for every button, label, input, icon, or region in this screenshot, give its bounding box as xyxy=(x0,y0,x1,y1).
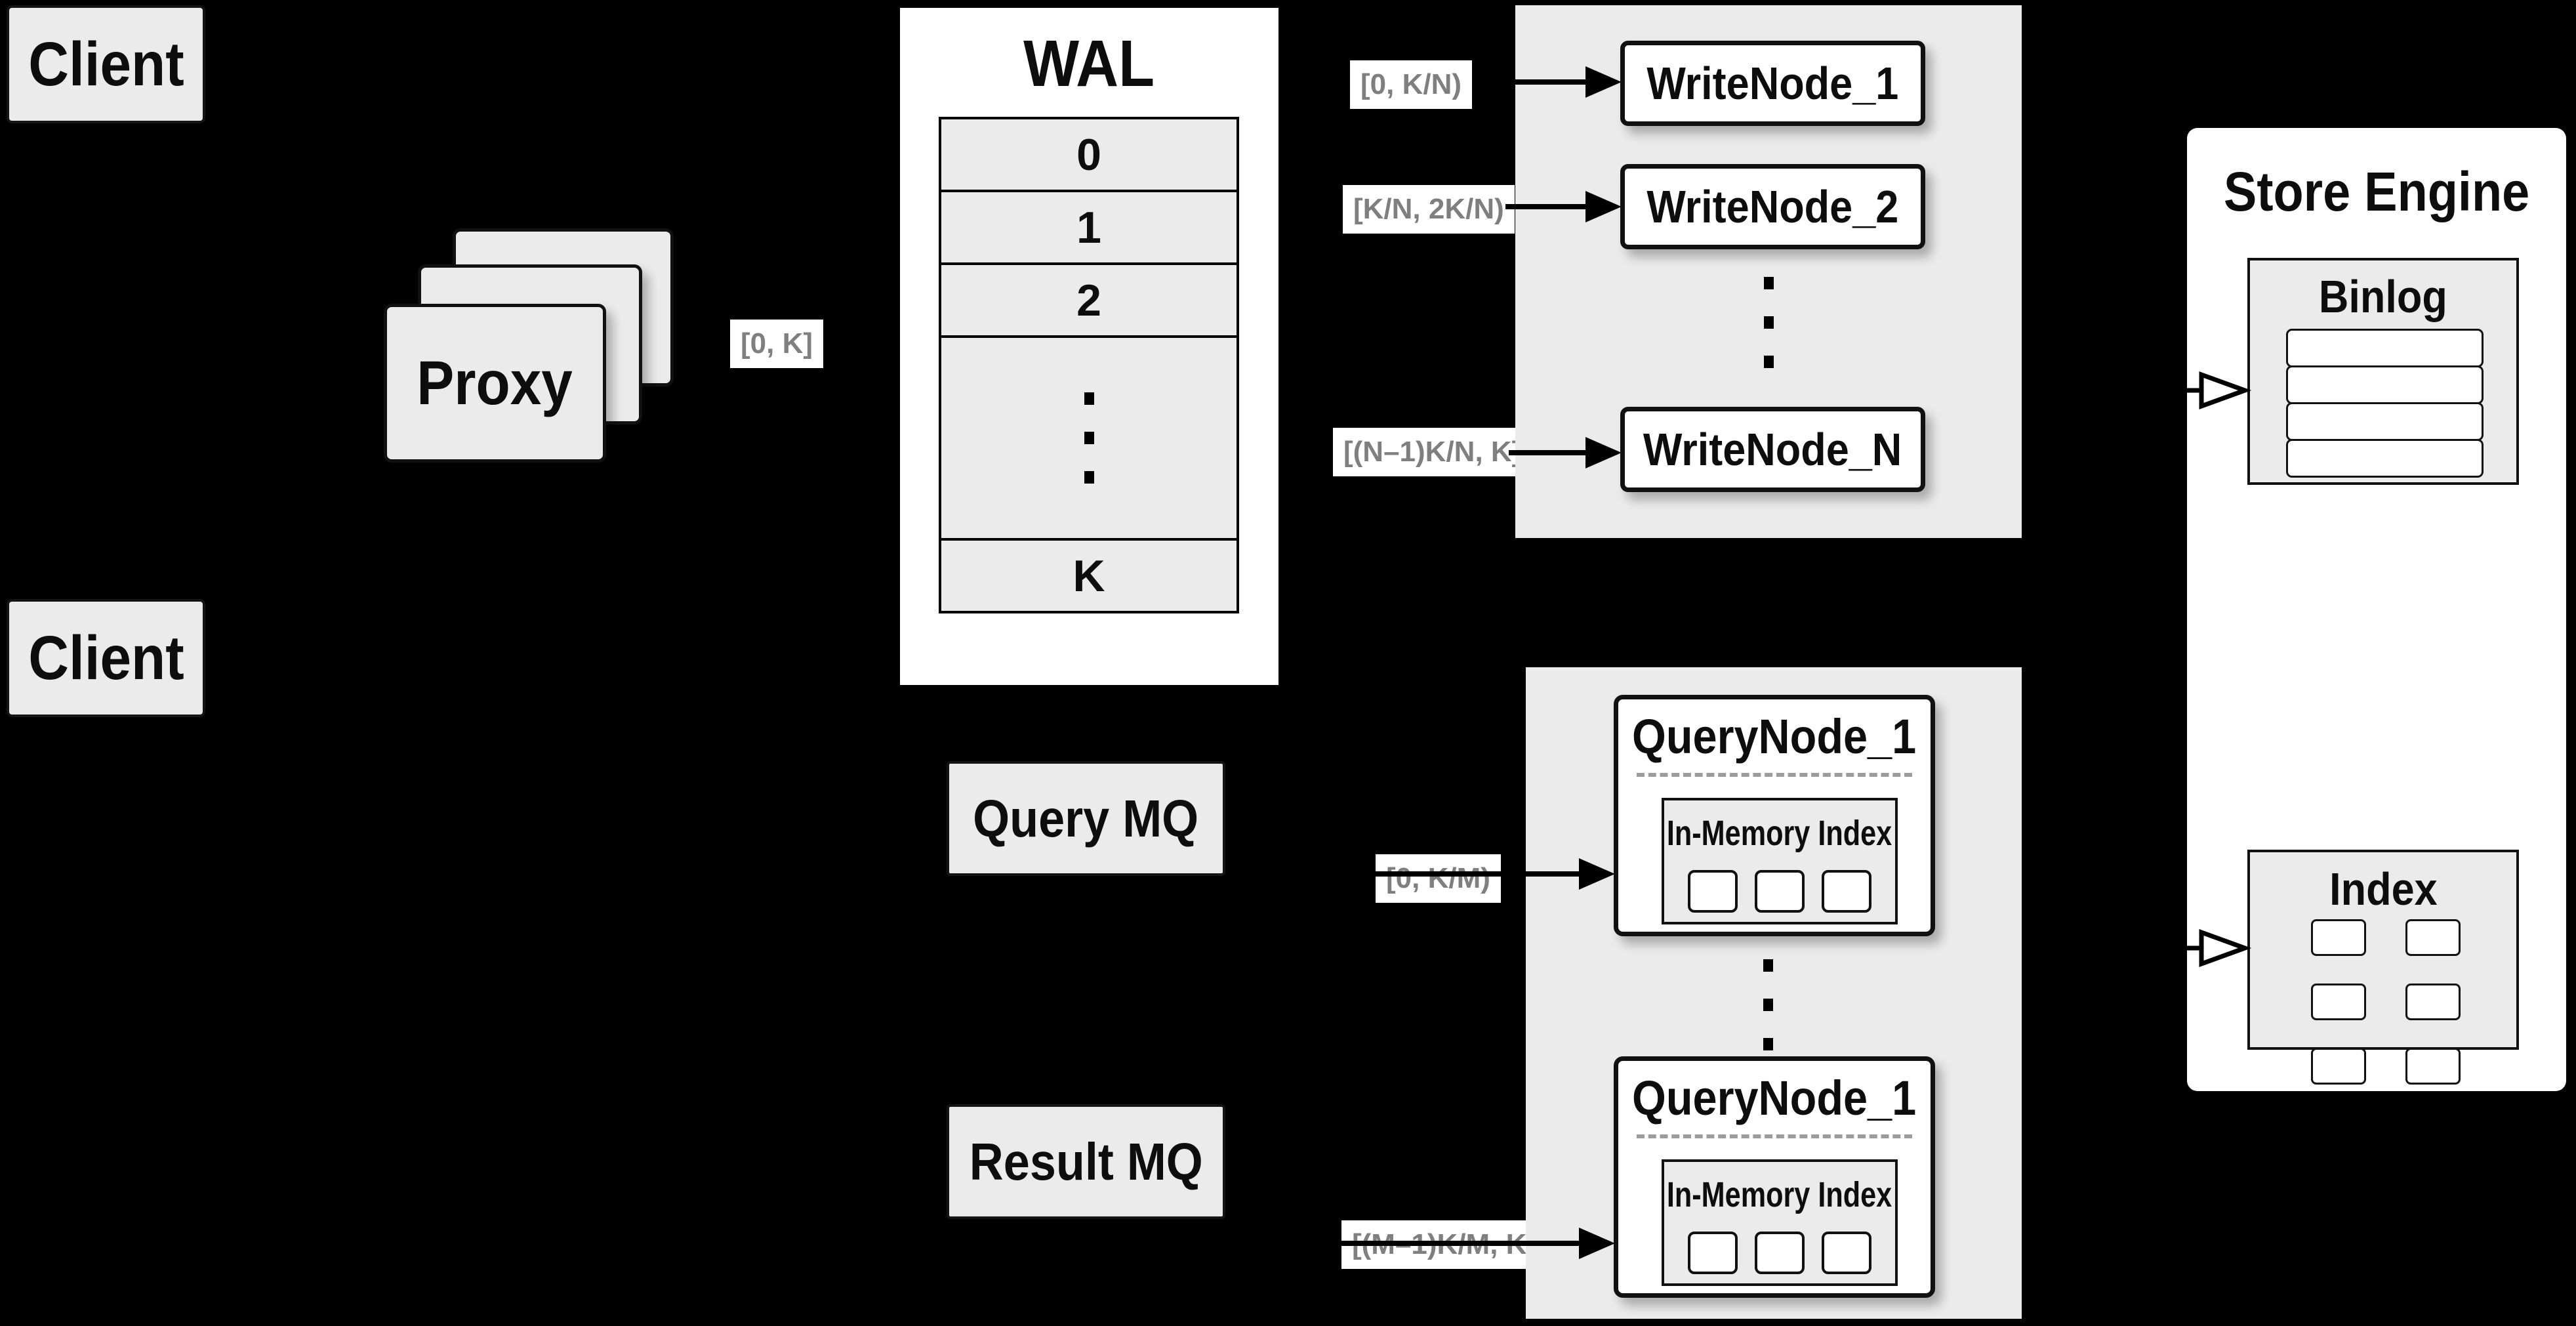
store-engine-title: Store Engine xyxy=(2223,161,2530,222)
wal-table: 0 1 2 K xyxy=(939,117,1239,613)
write-node-n: WriteNode_N xyxy=(1620,407,1925,492)
in-memory-segments xyxy=(1664,1232,1895,1274)
memory-segment xyxy=(1755,870,1805,913)
range-label-proxy-wal: [0, K] xyxy=(730,320,823,368)
memory-segment xyxy=(1755,1232,1805,1274)
query-mq-label: Query MQ xyxy=(973,789,1199,848)
client-box-bottom: Client xyxy=(7,599,205,717)
binlog-segment xyxy=(2286,365,2484,404)
wal-title-wrap: WAL xyxy=(900,26,1278,100)
binlog-segments xyxy=(2286,329,2484,478)
wal-row-0: 0 xyxy=(939,117,1239,192)
arrow-to-write-node-n xyxy=(1509,437,1622,468)
range-label-write-n: [(N–1)K/N, K] xyxy=(1333,428,1532,476)
query-node-top-title: QueryNode_1 xyxy=(1632,709,1917,764)
wal-row-k-label: K xyxy=(1073,550,1105,601)
query-node-bottom-title-wrap: QueryNode_1 xyxy=(1618,1061,1931,1134)
wal-box: WAL 0 1 2 K xyxy=(897,5,1281,688)
store-engine-box: Store Engine Binlog Index xyxy=(2187,128,2566,1091)
wal-ellipsis-cell xyxy=(939,335,1239,541)
index-segment xyxy=(2311,984,2366,1020)
wal-row-2-label: 2 xyxy=(1076,275,1101,325)
index-box: Index xyxy=(2247,850,2519,1085)
proxy-label: Proxy xyxy=(417,348,573,418)
client-bottom-label: Client xyxy=(28,623,184,693)
index-segment xyxy=(2311,1048,2366,1085)
index-segment xyxy=(2405,919,2461,956)
wal-row-1-label: 1 xyxy=(1076,202,1101,253)
arrow-to-write-node-1 xyxy=(1476,66,1622,98)
in-memory-index-title-wrap: In-Memory Index xyxy=(1664,803,1895,863)
dashed-divider xyxy=(1637,773,1912,777)
wal-row-k: K xyxy=(939,538,1239,613)
index-segment xyxy=(2405,1048,2461,1085)
index-segments xyxy=(2270,919,2502,1085)
binlog-box: Binlog xyxy=(2247,258,2519,485)
result-mq-box: Result MQ xyxy=(947,1104,1225,1219)
arrow-to-index xyxy=(2023,929,2252,967)
arrow-to-write-node-2 xyxy=(1505,191,1622,222)
wal-row-2: 2 xyxy=(939,262,1239,338)
index-segment xyxy=(2405,984,2461,1020)
write-node-2-label: WriteNode_2 xyxy=(1646,181,1899,232)
memory-segment xyxy=(1688,1232,1738,1274)
write-node-1-label: WriteNode_1 xyxy=(1646,58,1899,109)
binlog-title-wrap: Binlog xyxy=(2250,267,2516,326)
binlog-segment xyxy=(2286,439,2484,478)
in-memory-index-box-bottom: In-Memory Index xyxy=(1662,1159,1898,1286)
dashed-divider xyxy=(1637,1134,1912,1138)
in-memory-segments xyxy=(1664,870,1895,913)
vertical-ellipsis xyxy=(1084,392,1094,484)
index-title-wrap: Index xyxy=(2250,860,2516,918)
wal-row-0-label: 0 xyxy=(1076,129,1101,180)
client-box-top: Client xyxy=(7,5,205,123)
index-segment xyxy=(2311,919,2366,956)
write-node-group: WriteNode_1 WriteNode_2 WriteNode_N xyxy=(1515,5,2022,538)
query-node-group: QueryNode_1 In-Memory Index QueryNode_1 xyxy=(1526,667,2022,1319)
write-node-n-label: WriteNode_N xyxy=(1643,424,1902,475)
query-node-bottom: QueryNode_1 In-Memory Index xyxy=(1614,1056,1935,1298)
vertical-ellipsis xyxy=(1764,277,1774,368)
arrow-to-query-node-bottom xyxy=(1228,1228,1615,1259)
range-label-write-2: [K/N, 2K/N) xyxy=(1343,185,1515,234)
arrow-to-query-node-top xyxy=(1228,858,1615,890)
memory-segment xyxy=(1822,870,1871,913)
query-node-top: QueryNode_1 In-Memory Index xyxy=(1614,695,1935,936)
query-node-bottom-title: QueryNode_1 xyxy=(1632,1070,1917,1125)
wal-title: WAL xyxy=(1023,26,1155,100)
in-memory-index-title: In-Memory Index xyxy=(1667,1175,1892,1214)
write-node-1: WriteNode_1 xyxy=(1620,41,1925,126)
vertical-ellipsis xyxy=(1763,959,1773,1050)
client-top-label: Client xyxy=(28,29,184,99)
memory-segment xyxy=(1688,870,1738,913)
binlog-segment xyxy=(2286,329,2484,367)
range-label-query-1: [0, K/M) xyxy=(1376,854,1501,903)
wal-row-1: 1 xyxy=(939,190,1239,265)
binlog-title: Binlog xyxy=(2319,271,2447,322)
query-mq-box: Query MQ xyxy=(947,761,1225,876)
index-title: Index xyxy=(2329,863,2438,915)
store-engine-title-wrap: Store Engine xyxy=(2187,157,2566,226)
binlog-segment xyxy=(2286,402,2484,441)
memory-segment xyxy=(1822,1232,1871,1274)
write-node-2: WriteNode_2 xyxy=(1620,164,1925,249)
in-memory-index-box-top: In-Memory Index xyxy=(1662,798,1898,924)
query-node-top-title-wrap: QueryNode_1 xyxy=(1618,699,1931,773)
range-label-write-1: [0, K/N) xyxy=(1350,60,1472,109)
arrow-to-binlog xyxy=(2023,371,2252,409)
in-memory-index-title-wrap: In-Memory Index xyxy=(1664,1165,1895,1225)
proxy-card-front: Proxy xyxy=(384,304,606,463)
result-mq-label: Result MQ xyxy=(969,1132,1203,1191)
in-memory-index-title: In-Memory Index xyxy=(1667,814,1892,853)
